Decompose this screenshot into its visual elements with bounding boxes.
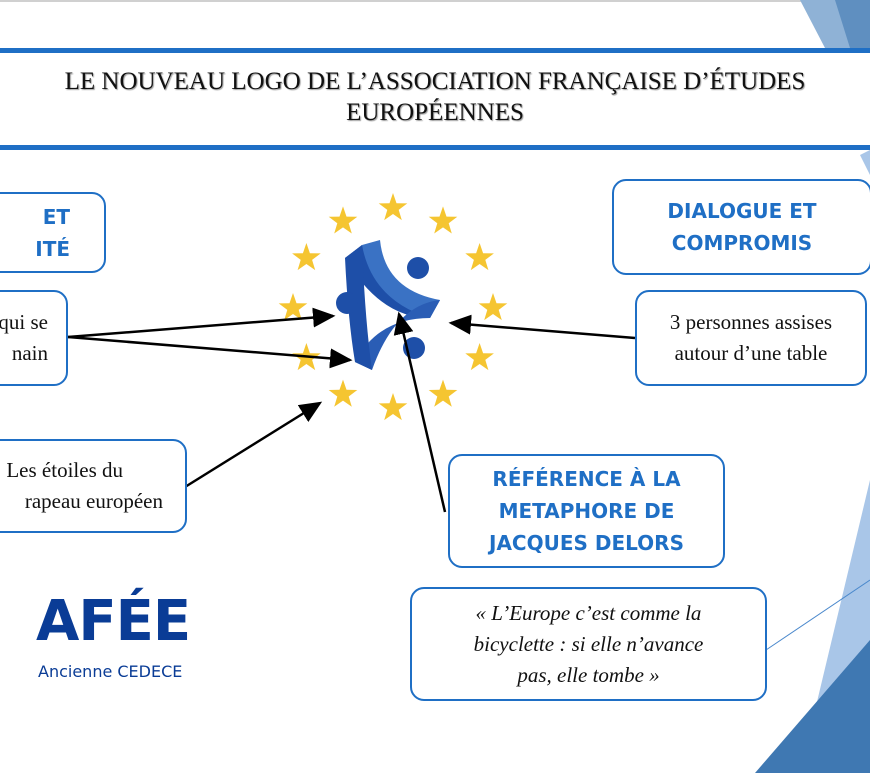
arrow-to-center [393, 311, 447, 513]
quote-line-1: « L’Europe c’est comme la [475, 600, 702, 625]
star-icon [328, 206, 358, 234]
box-values-line-2: ITÉ [35, 236, 70, 261]
people-logo-icon [336, 240, 440, 370]
box-reference-line-2: METAPHORE DE [498, 499, 675, 523]
box-table-line-1: 3 personnes assises [669, 310, 833, 334]
slide-title: LE NOUVEAU LOGO DE L’ASSOCIATION FRANÇAI… [0, 66, 870, 128]
box-stars-line-2: rapeau européen [24, 489, 163, 513]
brand-subtitle: Ancienne CEDECE [38, 662, 183, 681]
header-rule-top [0, 48, 870, 53]
box-reference: RÉFÉRENCE À LA METAPHORE DE JACQUES DELO… [448, 454, 725, 568]
star-icon [278, 293, 308, 321]
star-icon [465, 343, 494, 371]
star-icon [478, 293, 508, 321]
box-stars-description: Les étoiles du rapeau européen [0, 439, 187, 533]
box-people-description: qui se nain [0, 290, 68, 386]
arrow-to-person-2 [67, 335, 353, 369]
corner-decoration-top-dark [835, 0, 870, 48]
box-dialogue: DIALOGUE ET COMPROMIS [612, 179, 870, 275]
arrow-to-person [67, 307, 336, 339]
box-reference-line-3: JACQUES DELORS [489, 531, 684, 555]
box-people-line-1: qui se [0, 310, 48, 334]
box-quote: « L’Europe c’est comme la bicyclette : s… [410, 587, 767, 701]
star-icon [465, 243, 494, 271]
box-values-line-1: ET [42, 204, 70, 229]
star-icon [378, 393, 408, 421]
box-dialogue-line-1: DIALOGUE ET [667, 199, 817, 223]
star-icon [428, 379, 458, 407]
brand-logo-text: AFÉE [36, 589, 191, 654]
star-icon [428, 206, 458, 234]
arrow-to-table [448, 314, 636, 340]
quote-line-3: pas, elle tombe » [517, 662, 660, 687]
quote-line-2: bicyclette : si elle n’avance [473, 631, 704, 656]
corner-decoration-bottom-dark [755, 640, 870, 773]
arrow-to-stars [184, 401, 323, 489]
title-line-2: EUROPÉENNES [346, 99, 524, 126]
box-dialogue-line-2: COMPROMIS [671, 231, 813, 255]
box-table-description: 3 personnes assises autour d’une table [635, 290, 867, 386]
star-icon [328, 379, 358, 407]
box-people-line-2: nain [11, 341, 48, 365]
box-values: ET ITÉ [0, 192, 106, 273]
header-rule-bottom [0, 145, 870, 150]
title-line-1: LE NOUVEAU LOGO DE L’ASSOCIATION FRANÇAI… [64, 68, 806, 95]
star-icon [378, 193, 408, 221]
decoration-line [765, 579, 870, 651]
box-table-line-2: autour d’une table [674, 341, 828, 365]
top-border [0, 0, 870, 2]
corner-decoration-mid [860, 150, 870, 175]
star-icon [292, 243, 321, 271]
box-reference-line-1: RÉFÉRENCE À LA [492, 467, 681, 491]
box-stars-line-1: Les étoiles du [6, 458, 123, 482]
